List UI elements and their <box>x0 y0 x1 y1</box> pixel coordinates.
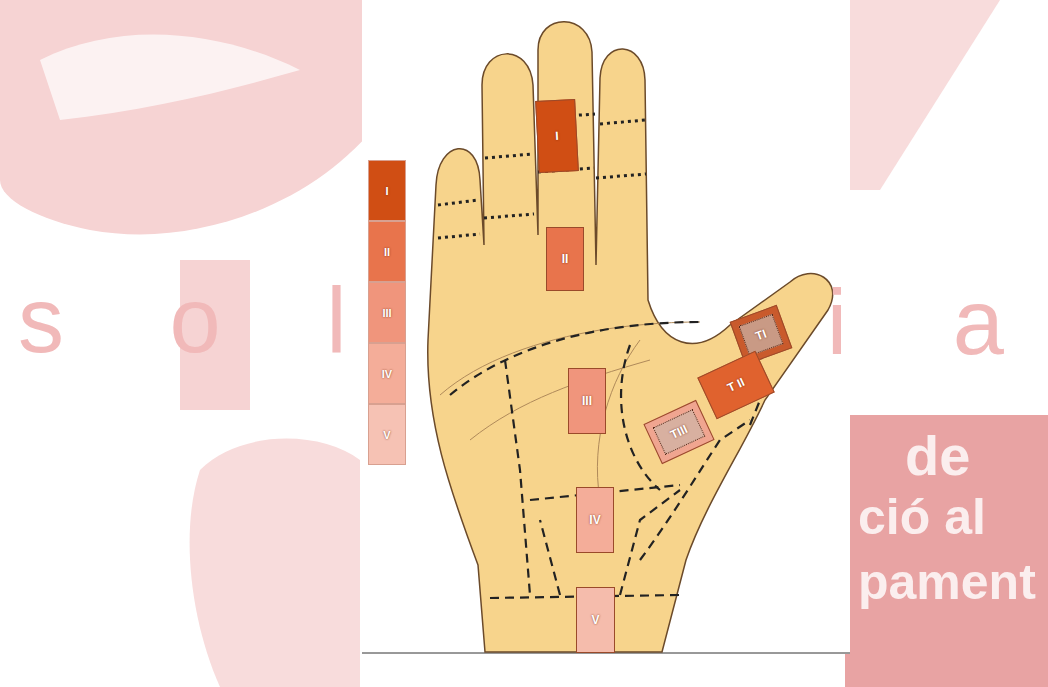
region-number: I <box>555 129 559 143</box>
watermark-text: s o l <box>18 270 387 371</box>
hand-outline <box>428 22 833 652</box>
region-box: III <box>568 368 606 434</box>
region-number: II <box>562 252 569 266</box>
region-box: V <box>576 587 615 653</box>
watermark-shape <box>40 35 300 120</box>
watermark-block <box>845 415 1048 687</box>
region-number: V <box>591 613 599 627</box>
watermark-text: pament <box>858 555 1036 610</box>
region-box: IV <box>576 487 614 553</box>
legend-text: I <box>385 185 388 197</box>
watermark-shape <box>850 0 1000 190</box>
region-box: II <box>546 227 584 291</box>
region-number: IV <box>589 513 600 527</box>
photo-ground <box>362 0 850 654</box>
zone-lines <box>450 322 760 598</box>
legend-text: II <box>384 246 390 258</box>
watermark-text: ció al <box>858 490 986 545</box>
watermark-shape <box>190 439 360 687</box>
watermark-text: de <box>905 425 970 487</box>
legend-swatch: I <box>368 160 406 221</box>
region-box: I <box>535 99 579 173</box>
legend-swatch: V <box>368 404 406 465</box>
palm-crease <box>470 360 650 440</box>
watermark-text: i a <box>827 272 1044 373</box>
legend-text: V <box>383 429 390 441</box>
watermark-shape <box>0 0 380 234</box>
region-number: III <box>582 394 592 408</box>
region-number: T II <box>725 375 747 395</box>
